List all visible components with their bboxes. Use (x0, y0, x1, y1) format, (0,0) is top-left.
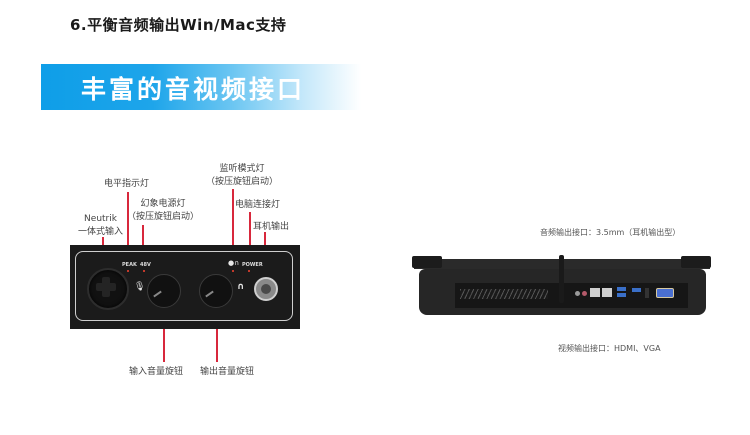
panel-bezel (75, 251, 293, 321)
callout-monitor-mode: 监听模式灯 （按压旋钮启动） (206, 163, 278, 189)
usb-port-1 (617, 287, 626, 291)
callout-phantom-line1: 幻象电源灯 (140, 199, 186, 209)
vga-port (656, 288, 674, 298)
peak-led (127, 270, 129, 272)
callout-neutrik-line1: Neutrik (84, 214, 117, 224)
output-volume-knob (199, 274, 233, 308)
cooling-vent (460, 289, 548, 299)
callout-phantom-power: 幻象电源灯 （按压旋钮启动） (127, 198, 199, 224)
callout-monitor-line2: （按压旋钮启动） (206, 177, 279, 187)
headphone-jack (254, 277, 278, 301)
ethernet-port-1 (590, 288, 600, 297)
ethernet-port-2 (602, 288, 612, 297)
usb-port-3 (632, 288, 641, 292)
peak-label: PEAK (122, 262, 137, 268)
audio-jack-green (575, 291, 580, 296)
usb-port-2 (617, 293, 626, 297)
laptop-hinge-left (412, 256, 442, 268)
section-heading: 6.平衡音频输出Win/Mac支持 (70, 16, 287, 34)
video-output-caption: 视频输出接口：HDMI、VGA (558, 344, 661, 353)
callout-output-knob: 输出音量旋钮 (200, 367, 255, 377)
section-banner: 丰富的音视频接口 (41, 64, 361, 110)
antenna (559, 255, 564, 303)
callout-line-monitor (232, 189, 234, 257)
audio-output-caption: 音频输出接口：3.5mm（耳机输出型） (540, 228, 681, 237)
callout-level-indicator: 电平指示灯 (104, 179, 150, 189)
callout-pc-connection: 电脑连接灯 (235, 200, 281, 210)
headphone-icon: ∩ (237, 282, 245, 292)
banner-title: 丰富的音视频接口 (81, 75, 306, 104)
microphone-icon: 🎙︎ (134, 282, 146, 292)
callout-neutrik: Neutrik 一体式输入 (78, 213, 123, 239)
callout-line-phantom (142, 225, 144, 258)
callout-line-level (127, 192, 129, 258)
callout-headphone-out: 耳机输出 (253, 222, 290, 232)
callout-monitor-line1: 监听模式灯 (219, 164, 265, 174)
laptop-hinge-right (681, 256, 711, 268)
v48-led (143, 270, 145, 272)
mic-jack-pink (582, 291, 587, 296)
knob-indicator (205, 290, 214, 298)
hdmi-port (645, 288, 649, 298)
callout-input-knob: 输入音量旋钮 (129, 367, 184, 377)
monitor-led (232, 270, 234, 272)
callout-neutrik-line2: 一体式输入 (78, 227, 124, 237)
audio-interface-panel: PEAK 48V 🎙︎ ●∩ POWER ∩ (70, 245, 300, 329)
input-volume-knob (147, 274, 181, 308)
power-label: POWER (242, 262, 263, 268)
callout-line-pc (249, 212, 251, 257)
callout-phantom-line2: （按压旋钮启动） (127, 212, 200, 222)
knob-indicator (153, 290, 162, 298)
monitor-mode-icon: ●∩ (228, 259, 240, 267)
v48-label: 48V (140, 262, 151, 268)
power-led (248, 270, 250, 272)
xlr-combo-jack (87, 268, 129, 310)
